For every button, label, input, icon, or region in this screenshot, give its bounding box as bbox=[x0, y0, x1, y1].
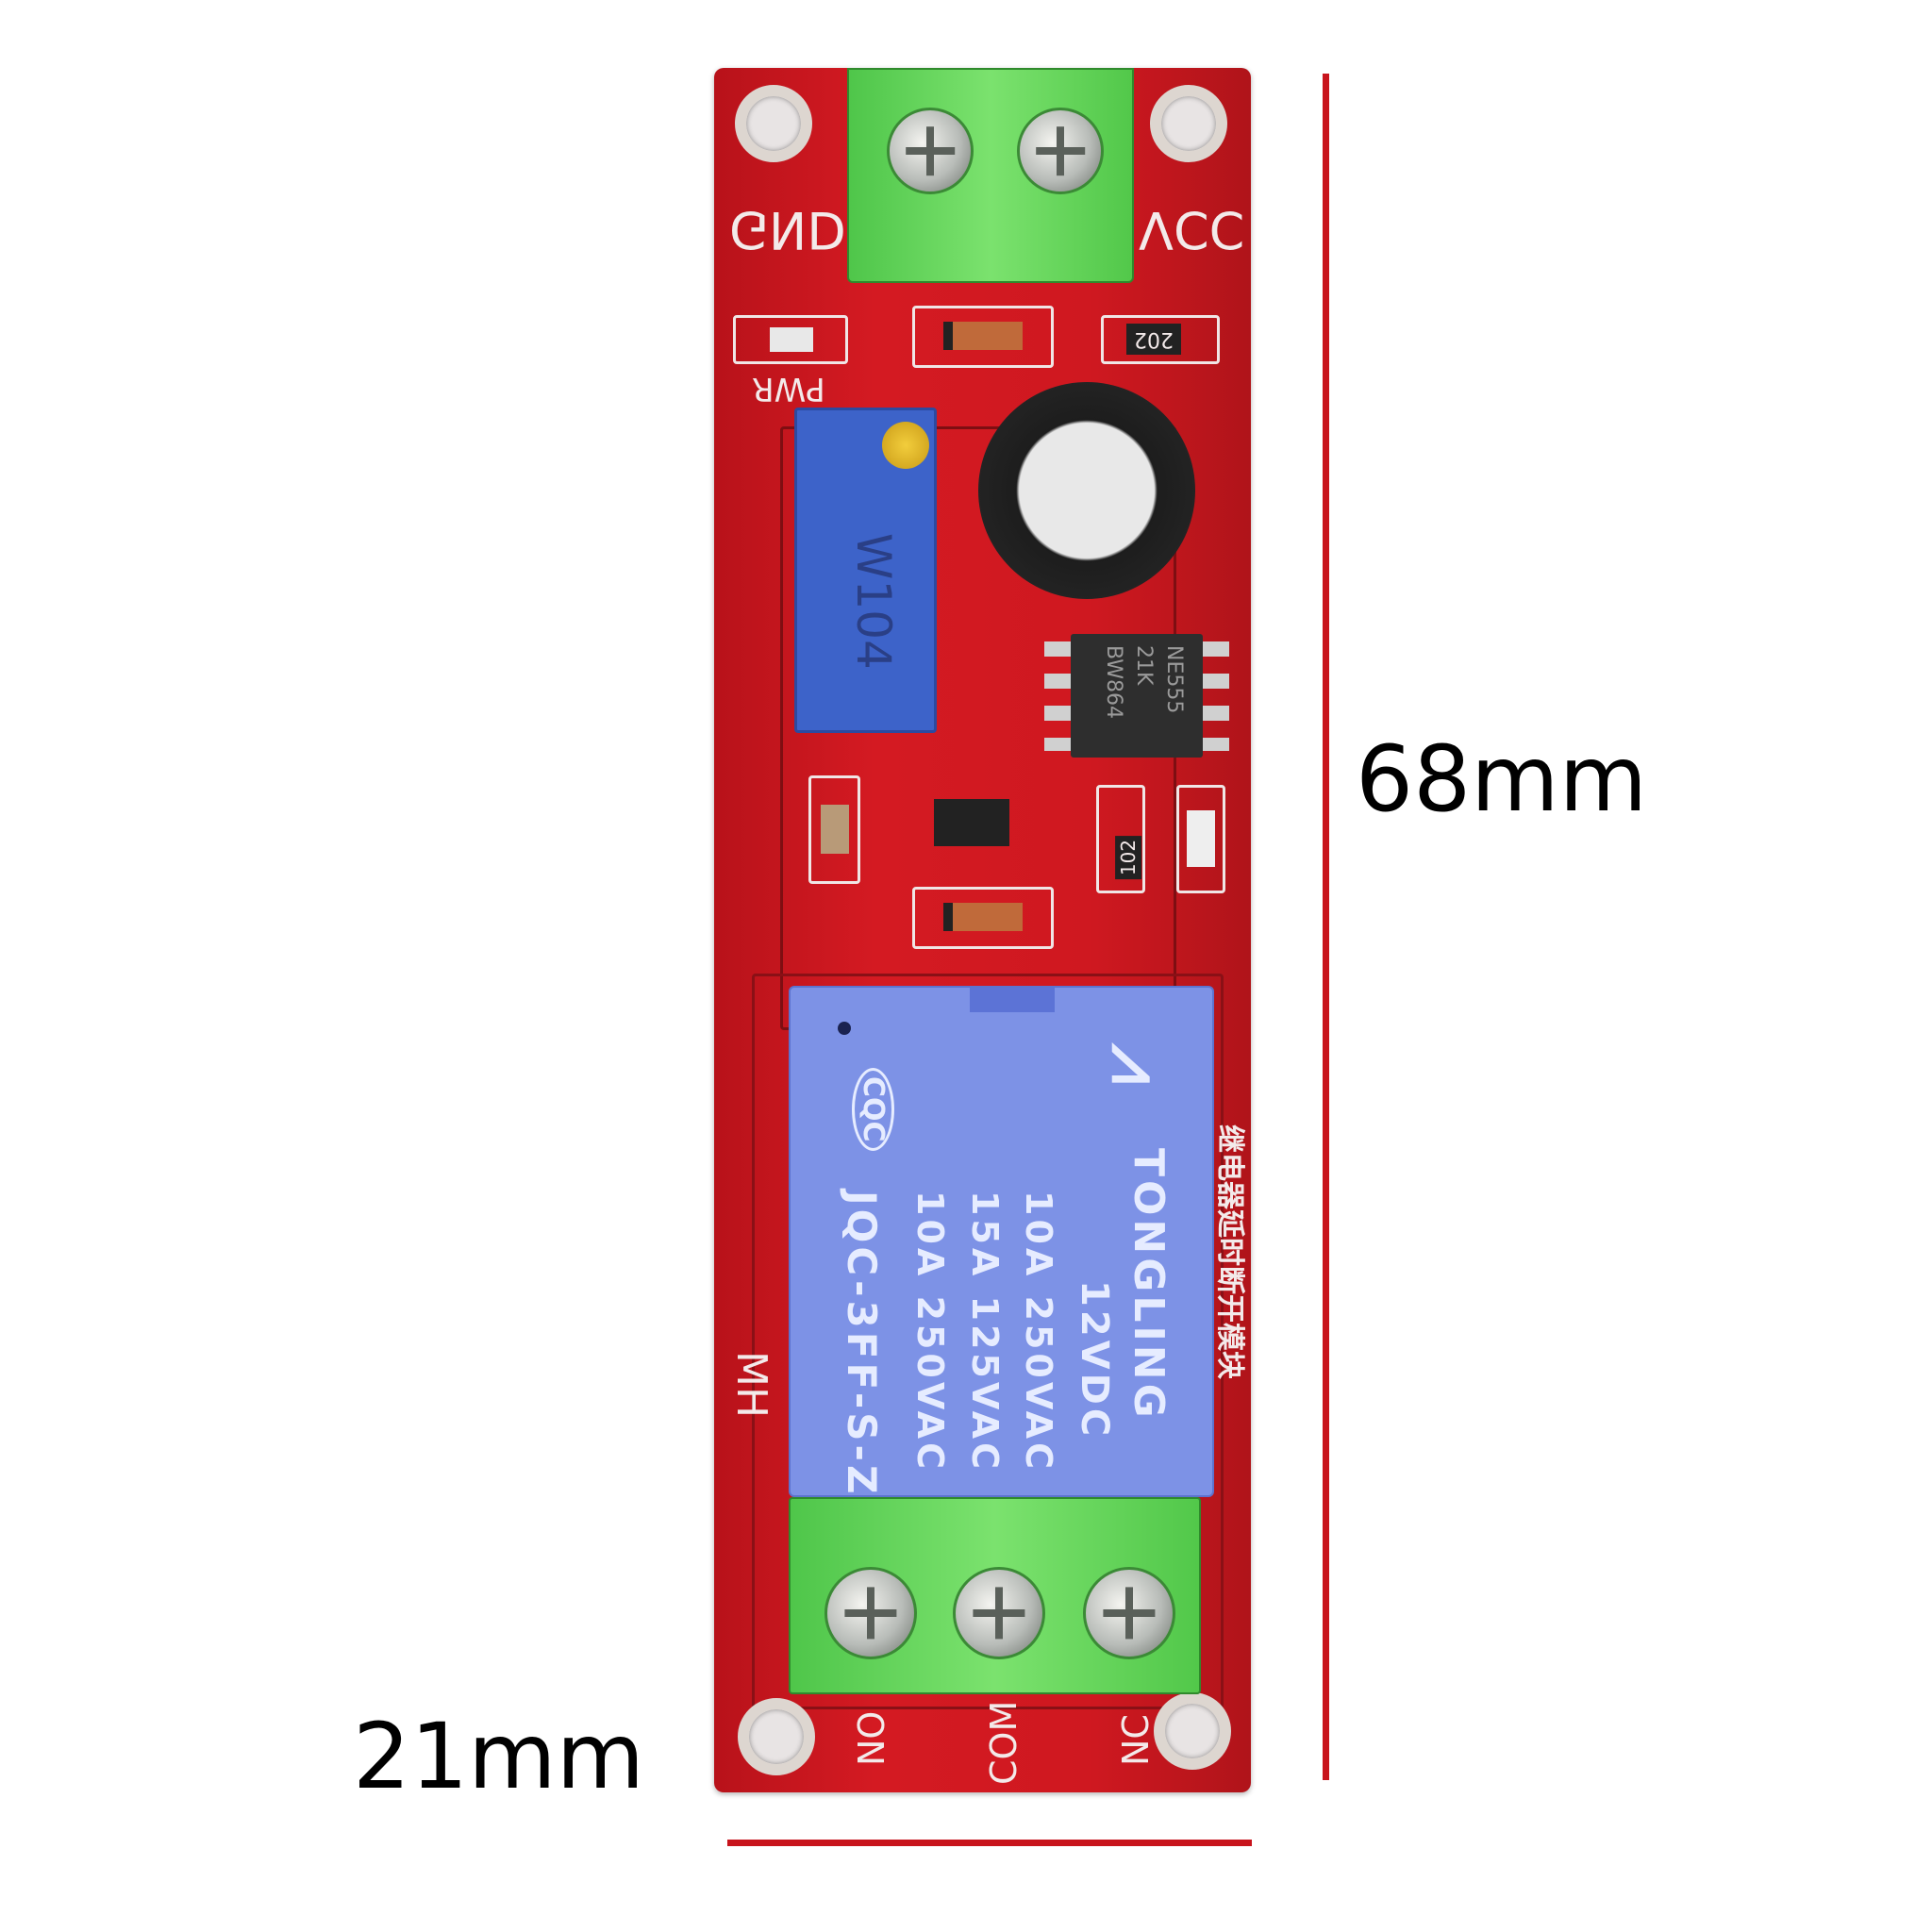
pwr-label: PWR bbox=[752, 370, 825, 408]
screw-icon bbox=[824, 1567, 917, 1659]
mounting-hole bbox=[1150, 85, 1227, 162]
relay-model: JQC-3FF-S-Z bbox=[839, 1191, 885, 1498]
module-chinese-label: 继电器延时断开模块 bbox=[1213, 1124, 1246, 1379]
transistor bbox=[934, 799, 1009, 846]
maker-label: MH bbox=[727, 1351, 775, 1419]
relay-notch bbox=[970, 988, 1055, 1012]
capacitor-smd bbox=[808, 775, 860, 884]
diode bbox=[912, 887, 1054, 949]
relay-coil-voltage: 12VDC bbox=[1073, 1280, 1116, 1441]
width-dimension-line bbox=[727, 1840, 1252, 1846]
mounting-hole bbox=[1154, 1692, 1231, 1770]
screw-icon bbox=[1017, 108, 1104, 194]
potentiometer[interactable]: W104 bbox=[794, 408, 937, 733]
pcb-trace bbox=[752, 974, 1224, 1709]
vcc-label: VCC bbox=[1139, 200, 1245, 259]
resistor-202: 202 bbox=[1101, 315, 1220, 364]
screw-icon bbox=[1083, 1567, 1175, 1659]
electrolytic-capacitor bbox=[978, 382, 1195, 599]
diode bbox=[912, 306, 1054, 368]
width-dimension-label: 21mm bbox=[353, 1704, 645, 1809]
com-label: COM bbox=[983, 1700, 1024, 1785]
screw-icon bbox=[953, 1567, 1045, 1659]
mounting-hole bbox=[738, 1698, 815, 1775]
no-label: NO bbox=[851, 1710, 892, 1766]
mounting-hole bbox=[735, 85, 812, 162]
screw-icon bbox=[887, 108, 974, 194]
resistor-102: 102 bbox=[1096, 785, 1145, 893]
relay-brand: TONGLING bbox=[1124, 1148, 1173, 1422]
status-led bbox=[1176, 785, 1225, 893]
relay-rating-2: 15A 125VAC bbox=[964, 1191, 1006, 1473]
relay: ⩘ TONGLING 12VDC 10A 250VAC 15A 125VAC 1… bbox=[789, 986, 1214, 1497]
height-dimension-line bbox=[1323, 74, 1329, 1780]
relay-cert-mark: CQC bbox=[852, 1068, 894, 1151]
relay-rating-1: 10A 250VAC bbox=[1018, 1191, 1059, 1473]
relay-pin1-dot bbox=[838, 1022, 851, 1035]
gnd-label: GND bbox=[729, 200, 846, 259]
pwr-led bbox=[733, 315, 848, 364]
ne555-ic: BW864 21K NE555 bbox=[1044, 634, 1229, 758]
relay-rating-3: 10A 250VAC bbox=[909, 1191, 951, 1473]
height-dimension-label: 68mm bbox=[1356, 726, 1648, 832]
potentiometer-screw-icon[interactable] bbox=[882, 422, 929, 469]
nc-label: NC bbox=[1115, 1714, 1157, 1766]
power-terminal-block bbox=[847, 68, 1134, 283]
output-terminal-block bbox=[789, 1497, 1201, 1694]
relay-logo-icon: ⩘ bbox=[1096, 1044, 1177, 1088]
